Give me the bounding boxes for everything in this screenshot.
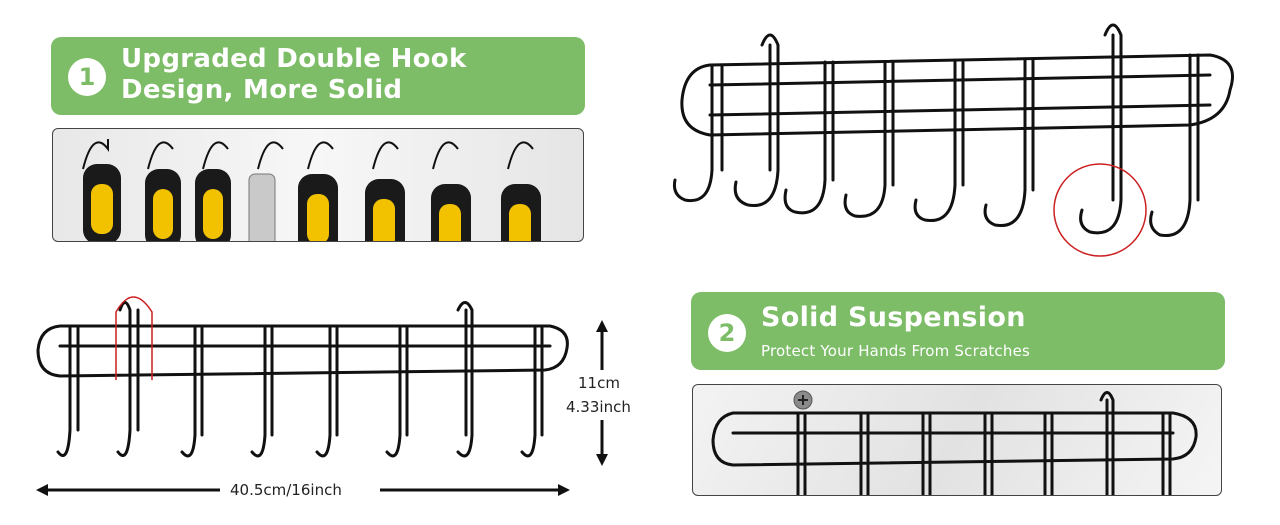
width-label: 40.5cm/16inch	[230, 481, 342, 499]
feature-subtitle: Protect Your Hands From Scratches	[761, 342, 1031, 360]
hook-rack-illustration	[673, 23, 1234, 257]
width-arrow	[36, 484, 570, 496]
feature-title: Solid Suspension	[761, 302, 1026, 333]
highlight-circle	[1053, 163, 1147, 257]
highlight-outline	[115, 296, 153, 380]
mounted-rack-illustration	[711, 390, 1198, 495]
dimension-rack-illustration	[36, 296, 608, 496]
feature-banner-solid-suspension: 2 Solid Suspension Protect Your Hands Fr…	[691, 292, 1225, 370]
height-cm-label: 11cm	[578, 374, 620, 392]
feature-banner-double-hook: 1 Upgraded Double Hook Design, More Soli…	[51, 37, 585, 115]
mounted-rack-photo	[692, 384, 1222, 496]
feature-title: Upgraded Double Hook Design, More Solid	[121, 44, 467, 105]
number-badge: 1	[68, 58, 106, 96]
tools-illustration	[82, 139, 541, 241]
height-inch-label: 4.33inch	[566, 398, 631, 416]
height-arrow	[596, 320, 608, 466]
tools-hanging-photo	[52, 128, 584, 242]
number-badge: 2	[708, 314, 746, 352]
